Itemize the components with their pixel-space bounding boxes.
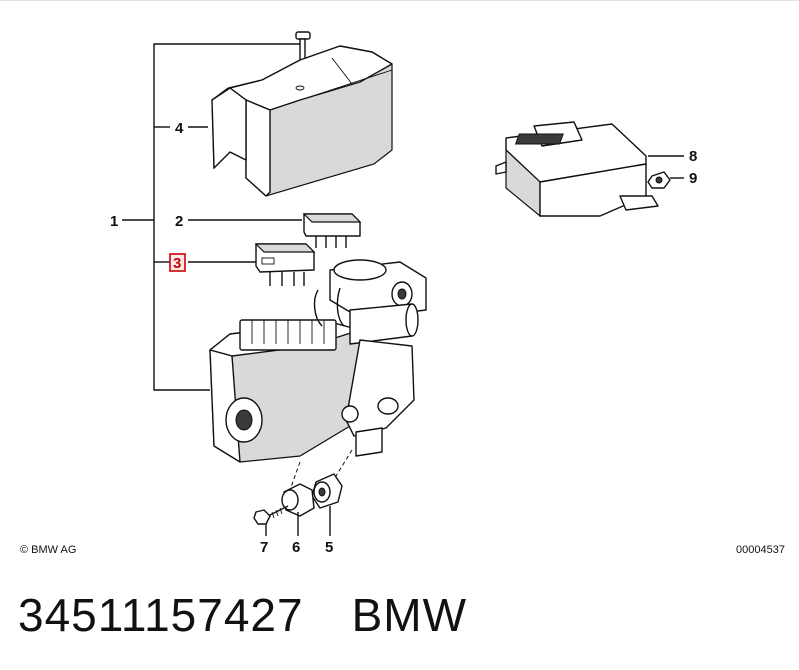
relay-part-3 <box>254 243 316 286</box>
group-bracket <box>122 43 302 391</box>
part-title: 34511157427 BMW <box>18 588 515 642</box>
damper-part-5 <box>311 473 343 536</box>
callout-1[interactable]: 1 <box>110 213 118 230</box>
copyright-text: © BMW AG <box>20 544 76 556</box>
callout-9[interactable]: 9 <box>689 170 697 187</box>
module-connector <box>514 133 564 145</box>
mount-parts <box>253 449 353 536</box>
callout-8[interactable]: 8 <box>689 148 697 165</box>
bolt-part-7 <box>253 505 289 536</box>
nut-part <box>647 171 684 189</box>
cover-part <box>211 31 393 197</box>
control-module <box>495 121 684 218</box>
part-number: 34511157427 <box>18 589 304 641</box>
callout-2[interactable]: 2 <box>175 213 183 230</box>
connector-pins <box>251 320 325 344</box>
bushing-part-6 <box>281 483 315 536</box>
callout-6[interactable]: 6 <box>292 539 300 556</box>
brand-name: BMW <box>351 589 468 641</box>
callout-5[interactable]: 5 <box>325 539 333 556</box>
hydraulic-unit <box>209 259 427 463</box>
callout-3[interactable]: 3 <box>173 255 181 272</box>
callout-4[interactable]: 4 <box>175 120 184 137</box>
callout-3-highlight <box>169 253 186 272</box>
callout-7[interactable]: 7 <box>260 539 268 556</box>
top-border <box>0 0 799 1</box>
diagram-number: 00004537 <box>736 544 785 556</box>
relay-part-2 <box>302 213 362 248</box>
